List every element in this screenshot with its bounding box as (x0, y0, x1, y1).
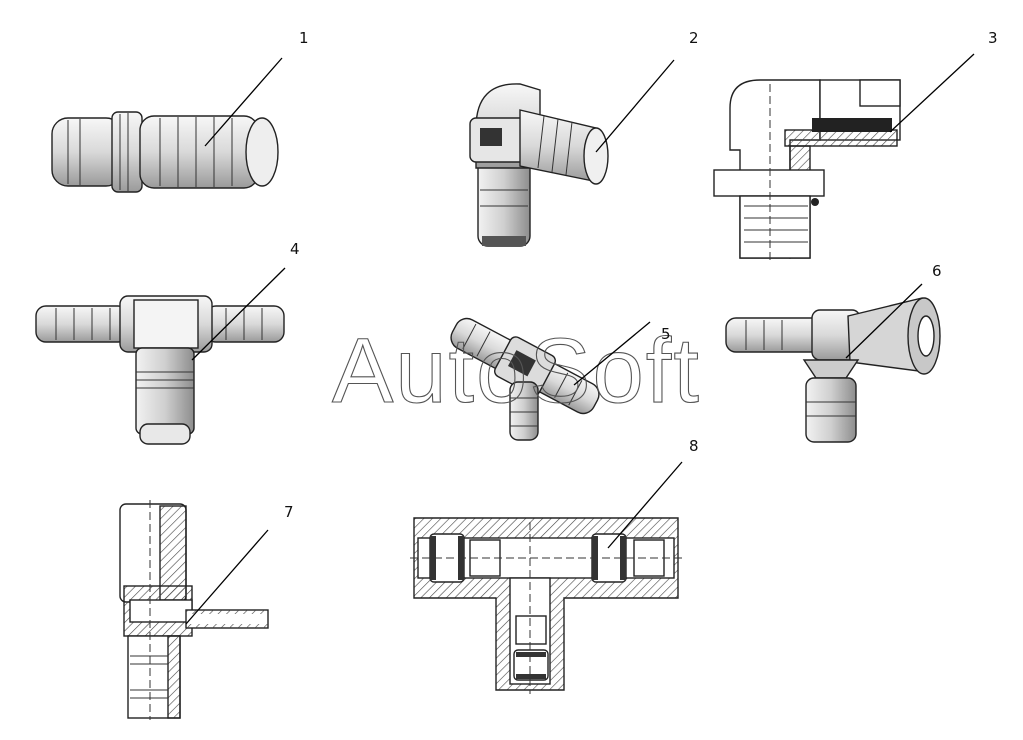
leader-lines (185, 53, 975, 625)
leader-line-3 (889, 53, 975, 133)
part-4-tee-connector (35, 295, 285, 445)
callout-3: 3 (988, 29, 998, 47)
leader-line-2 (595, 59, 675, 153)
leader-line-7 (185, 529, 269, 625)
callout-1: 1 (299, 29, 309, 47)
leader-line-8 (607, 461, 683, 549)
callout-4: 4 (290, 240, 300, 258)
part-5-angled-tee (450, 317, 600, 441)
part-1-straight-connector (51, 111, 279, 193)
part-3-elbow-section (713, 79, 901, 262)
leader-line-5 (573, 321, 651, 386)
leader-line-6 (845, 283, 923, 359)
callout-5: 5 (661, 325, 671, 343)
callout-2: 2 (689, 29, 699, 47)
part-8-tee-section (410, 517, 682, 694)
callout-7: 7 (284, 503, 294, 521)
callout-8: 8 (689, 437, 699, 455)
leader-line-1 (204, 57, 283, 147)
part-7-section-view (119, 500, 269, 720)
watermark-text: AutoSoft (332, 320, 701, 422)
leader-line-4 (191, 267, 286, 361)
part-2-elbow-connector (469, 83, 609, 247)
callout-6: 6 (932, 262, 942, 280)
part-6-quick-connect-tee (725, 297, 941, 443)
